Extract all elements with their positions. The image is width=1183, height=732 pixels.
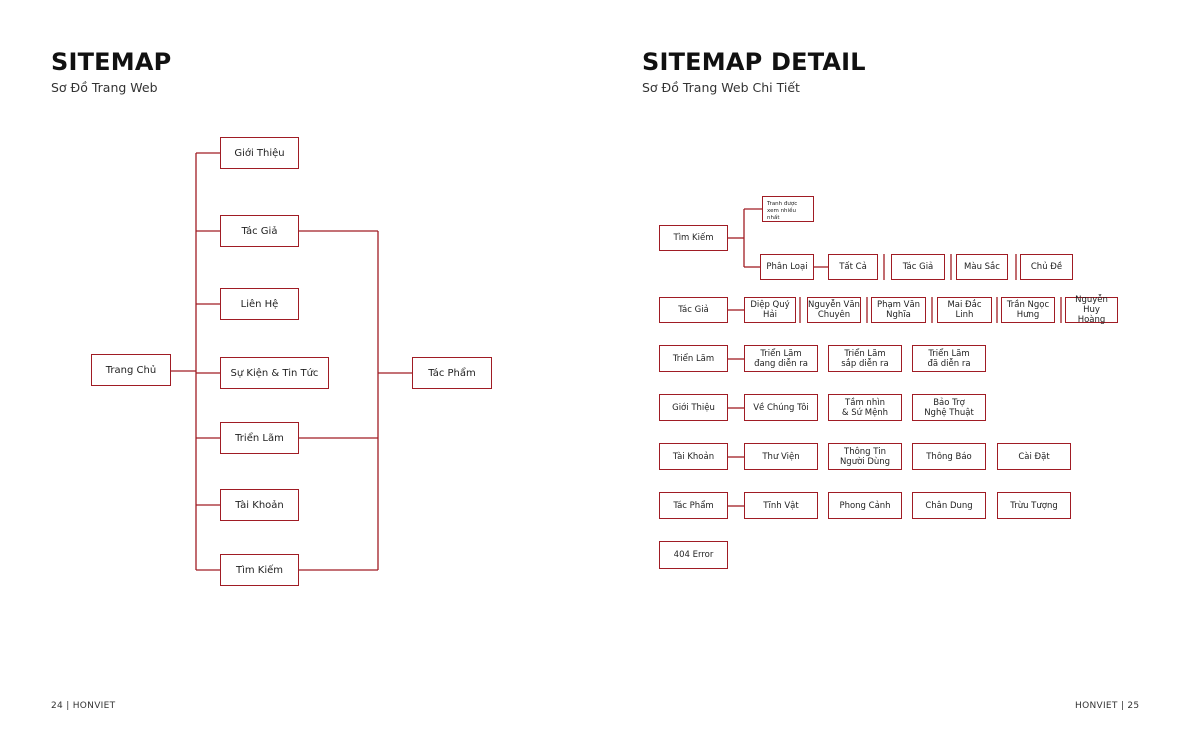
node-contact: Liên Hệ: [220, 288, 299, 320]
detail-exhibitions-head: Triển Lãm: [659, 345, 728, 372]
node-events: Sự Kiện & Tin Tức: [220, 357, 329, 389]
detail-account-item: Thông Tin Người Dùng: [828, 443, 902, 470]
detail-artworks-item: Trừu Tượng: [997, 492, 1071, 519]
detail-404-error: 404 Error: [659, 541, 728, 569]
detail-search-item: Tất Cả: [828, 254, 878, 280]
page-subtitle-sitemap: Sơ Đồ Trang Web: [51, 80, 158, 95]
detail-about-item: Bảo Trợ Nghệ Thuật: [912, 394, 986, 421]
detail-exhibition-item: Triển Lãm đang diễn ra: [744, 345, 818, 372]
detail-artworks-item: Phong Cảnh: [828, 492, 902, 519]
detail-about-head: Giới Thiệu: [659, 394, 728, 421]
detail-search-item: Phân Loại: [760, 254, 814, 280]
detail-about-item: Về Chúng Tôi: [744, 394, 818, 421]
detail-account-item: Cài Đặt: [997, 443, 1071, 470]
page-subtitle-sitemap-detail: Sơ Đồ Trang Web Chi Tiết: [642, 80, 800, 95]
node-artworks: Tác Phẩm: [412, 357, 492, 389]
detail-exhibition-item: Triển Lãm sắp diễn ra: [828, 345, 902, 372]
node-about: Giới Thiệu: [220, 137, 299, 169]
detail-artist-item: Mai Đắc Linh: [937, 297, 992, 323]
node-artists: Tác Giả: [220, 215, 299, 247]
node-home: Trang Chủ: [91, 354, 171, 386]
node-account: Tài Khoản: [220, 489, 299, 521]
detail-artworks-item: Chân Dung: [912, 492, 986, 519]
detail-artists-head: Tác Giả: [659, 297, 728, 323]
page-title-sitemap: SITEMAP: [51, 48, 172, 76]
detail-search-item: Tác Giả: [891, 254, 945, 280]
detail-search-item: Màu Sắc: [956, 254, 1008, 280]
detail-artist-item: Trần Ngọc Hưng: [1001, 297, 1055, 323]
detail-artworks-head: Tác Phẩm: [659, 492, 728, 519]
detail-about-item: Tầm nhìn & Sứ Mệnh: [828, 394, 902, 421]
detail-exhibition-item: Triển Lãm đã diễn ra: [912, 345, 986, 372]
detail-account-item: Thư Viện: [744, 443, 818, 470]
detail-account-head: Tài Khoản: [659, 443, 728, 470]
detail-artist-item: Diệp Quý Hải: [744, 297, 796, 323]
node-search: Tìm Kiếm: [220, 554, 299, 586]
detail-search-item: Chủ Đề: [1020, 254, 1073, 280]
detail-artist-item: Nguyễn Văn Chuyên: [807, 297, 861, 323]
detail-artworks-item: Tĩnh Vật: [744, 492, 818, 519]
page-title-sitemap-detail: SITEMAP DETAIL: [642, 48, 866, 76]
footer-left-page-number: 24 | HONVIET: [51, 701, 116, 711]
footer-right-page-number: HONVIET | 25: [1075, 701, 1140, 711]
detail-search-most-viewed: Tranh được xem nhiều nhất: [762, 196, 814, 222]
detail-account-item: Thông Báo: [912, 443, 986, 470]
detail-artist-item: Phạm Văn Nghĩa: [871, 297, 926, 323]
node-exhibitions: Triển Lãm: [220, 422, 299, 454]
detail-artist-item: Nguyễn Huy Hoàng: [1065, 295, 1118, 325]
detail-search-head: Tìm Kiếm: [659, 225, 728, 251]
